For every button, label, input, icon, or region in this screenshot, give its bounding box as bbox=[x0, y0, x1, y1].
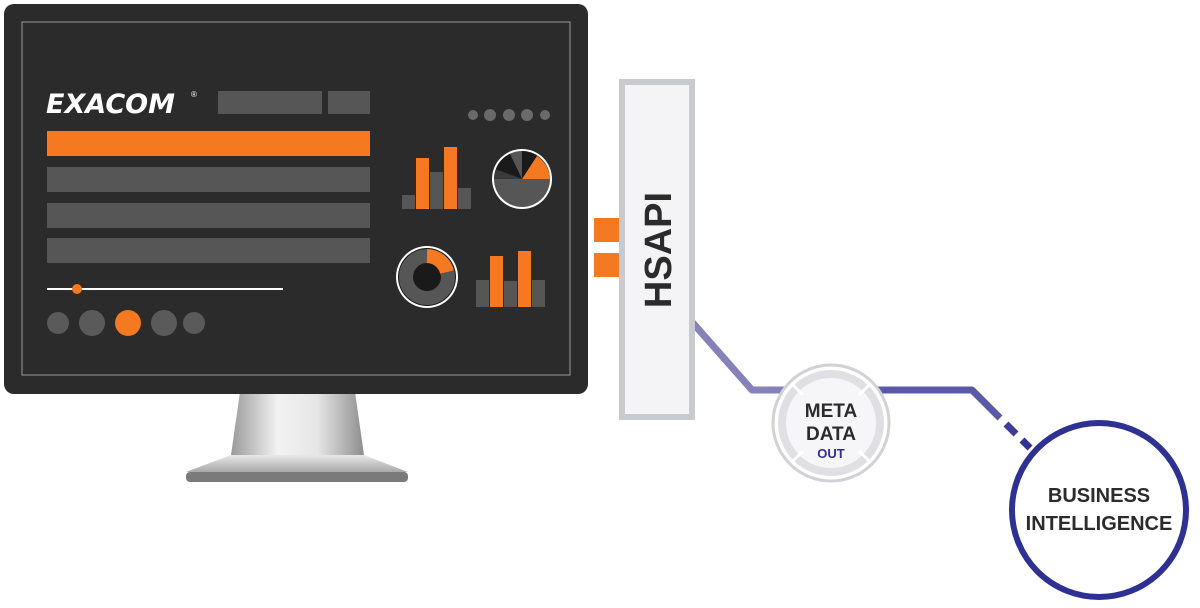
metadata-label-line3: OUT bbox=[817, 446, 845, 461]
pagination-dot bbox=[183, 312, 205, 334]
connector-api-to-metadata bbox=[689, 319, 800, 394]
pagination-dot bbox=[79, 310, 105, 336]
connector-metadata-to-bi bbox=[875, 386, 1033, 451]
connector-plugs bbox=[594, 218, 619, 277]
slider bbox=[47, 284, 283, 294]
bi-label-line1: BUSINESS bbox=[1048, 485, 1150, 507]
pagination-dots bbox=[47, 310, 205, 336]
list-bar-selected bbox=[47, 131, 370, 156]
bar-chart-icon bbox=[402, 147, 471, 209]
exacom-logo-registered-mark: ® bbox=[191, 90, 197, 99]
donut-chart-icon bbox=[396, 246, 458, 308]
bar-chart-icon bbox=[476, 251, 545, 307]
hsapi-label: HSAPI bbox=[638, 192, 680, 308]
header-block bbox=[328, 91, 370, 114]
metadata-label-line1: META bbox=[805, 401, 858, 422]
pie-chart-icon bbox=[492, 149, 552, 209]
bi-label-line2: INTELLIGENCE bbox=[1026, 513, 1173, 535]
status-dots bbox=[468, 109, 550, 121]
list-bar bbox=[47, 167, 370, 192]
list-bar bbox=[47, 238, 370, 263]
header-block bbox=[218, 91, 322, 114]
exacom-logo: EXACOM ® bbox=[46, 89, 197, 120]
metadata-out-node: META DATA OUT bbox=[771, 363, 891, 483]
list-bar bbox=[47, 203, 370, 228]
slider-handle bbox=[72, 284, 82, 294]
pagination-dot bbox=[47, 312, 69, 334]
metadata-label-line2: DATA bbox=[806, 424, 856, 445]
exacom-logo-text: EXACOM bbox=[46, 89, 175, 120]
hsapi-box: HSAPI bbox=[619, 79, 695, 420]
pagination-dot-active bbox=[115, 310, 141, 336]
pagination-dot bbox=[151, 310, 177, 336]
monitor-stand bbox=[186, 392, 408, 482]
business-intelligence-node: BUSINESS INTELLIGENCE bbox=[1009, 420, 1189, 600]
